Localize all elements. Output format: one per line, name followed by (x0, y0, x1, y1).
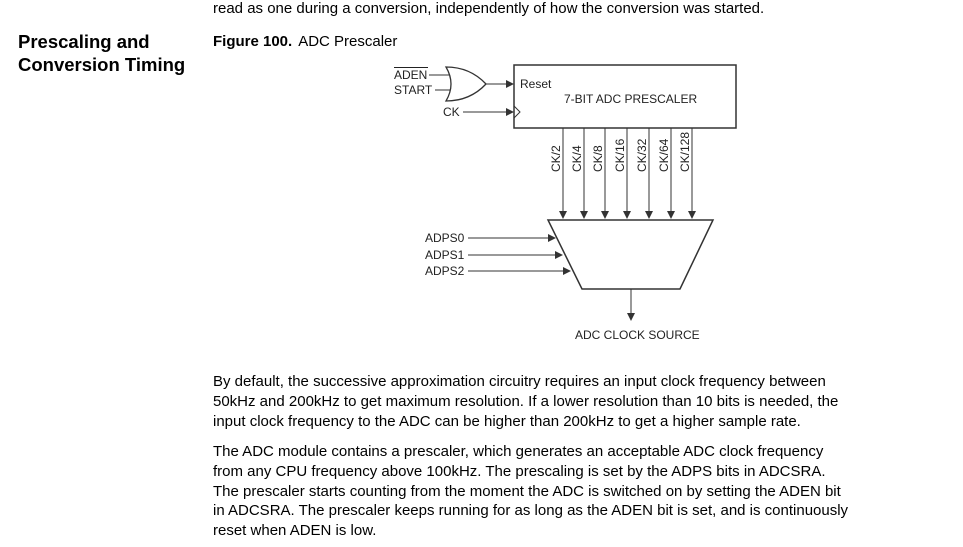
reset-label: Reset (520, 77, 552, 91)
prescaler-name: 7-BIT ADC PRESCALER (564, 92, 697, 106)
paragraph: The ADC module contains a prescaler, whi… (213, 442, 933, 541)
prescaler-output-label: CK/16 (613, 138, 627, 172)
paragraph-line: 50kHz and 200kHz to get maximum resoluti… (213, 392, 839, 410)
section-heading-line: Prescaling and (18, 31, 150, 52)
prescaler-output-label: CK/4 (570, 145, 584, 172)
start-label: START (394, 83, 433, 97)
figure-number: Figure 100. (213, 33, 293, 50)
figure-caption: Figure 100. ADC Prescaler (213, 33, 397, 50)
select-input-label: ADPS1 (425, 248, 465, 262)
prescaler-output-label: CK/8 (591, 145, 605, 172)
paragraph-line: reset when ADEN is low. (213, 522, 377, 540)
select-input-label: ADPS2 (425, 264, 465, 278)
select-input-label: ADPS0 (425, 231, 465, 245)
prescaler-output-label: CK/128 (678, 132, 692, 172)
prescaler-output-label: CK/64 (657, 138, 671, 172)
paragraph-line: from any CPU frequency above 100kHz. The… (213, 462, 826, 480)
paragraph-line: By default, the successive approximation… (213, 373, 826, 390)
prescaler-output-label: CK/2 (549, 145, 563, 172)
section-heading: Prescaling and Conversion Timing (18, 30, 185, 76)
paragraph-line: input clock frequency to the ADC can be … (213, 412, 801, 430)
multiplexer (546, 219, 715, 290)
section-heading-line: Conversion Timing (18, 54, 186, 75)
ck-label: CK (443, 105, 460, 119)
or-gate (444, 66, 487, 102)
adc-clock-source-label: ADC CLOCK SOURCE (575, 328, 700, 342)
paragraph-line: The ADC module contains a prescaler, whi… (213, 443, 824, 460)
paragraph-line: in ADCSRA. The prescaler keeps running f… (213, 502, 849, 520)
previous-text-line: read as one during a conversion, indepen… (213, 0, 765, 17)
prescaler-block (513, 64, 737, 129)
paragraph-line: The prescaler starts counting from the m… (213, 482, 841, 500)
figure-title: ADC Prescaler (298, 33, 398, 50)
aden-label: ADEN (394, 68, 427, 82)
prescaler-output-label: CK/32 (635, 138, 649, 172)
paragraph: By default, the successive approximation… (213, 372, 933, 431)
